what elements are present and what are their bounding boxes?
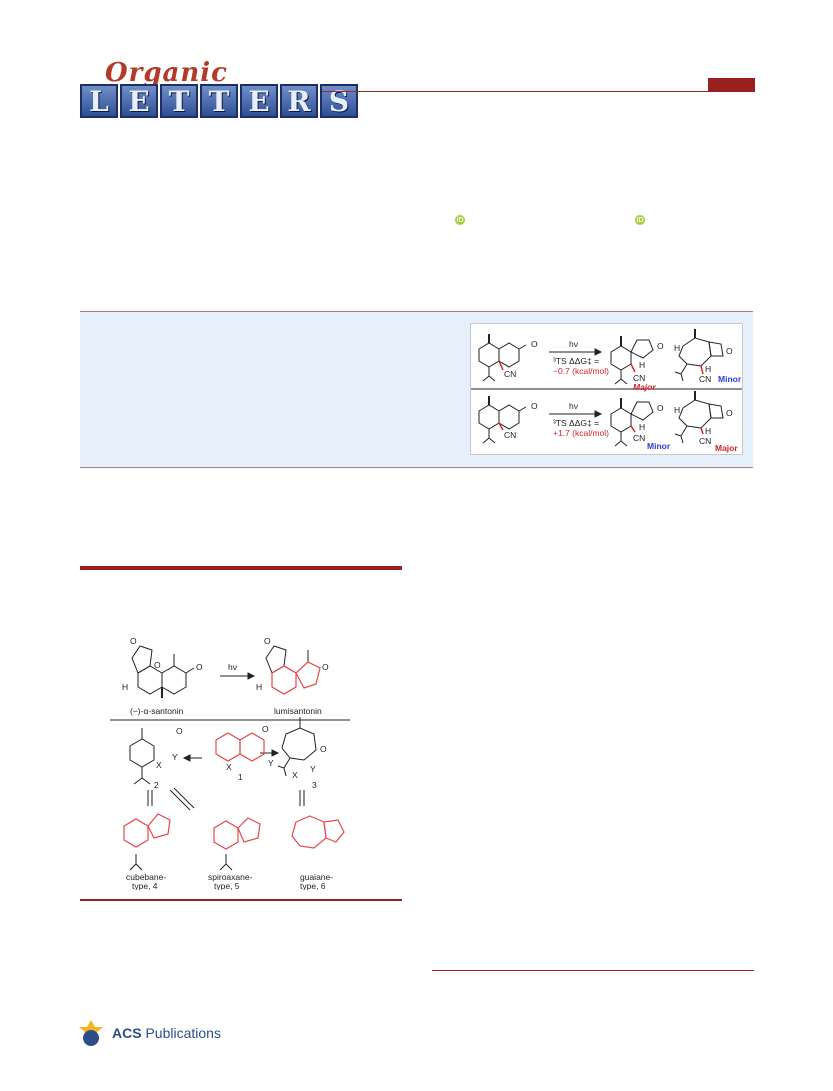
logo-letter: T	[200, 84, 238, 118]
ts-value: +1.7 (kcal/mol)	[553, 428, 609, 438]
o-label: O	[130, 636, 137, 646]
type6-label: guaiane-	[300, 872, 333, 882]
logo-letter: T	[160, 84, 198, 118]
major-label: Major	[715, 443, 738, 453]
minor-label: Minor	[647, 441, 671, 451]
o-label: O	[262, 724, 269, 734]
logo-letter: S	[320, 84, 358, 118]
type4-label: type, 4	[132, 881, 158, 890]
type4-label: cubebane-	[126, 872, 166, 882]
h-label: H	[639, 422, 645, 432]
o-label: O	[322, 662, 329, 672]
acs-seal-icon	[79, 1020, 103, 1046]
h-label: H	[122, 682, 128, 692]
h-label: H	[674, 343, 680, 353]
y-label: Y	[310, 764, 316, 774]
ts-label: ³TS ΔΔG‡ =	[553, 356, 599, 366]
toc-graphic: O CN hν ³TS ΔΔG‡ = −0.7 (kcal/mol) O H C…	[470, 323, 743, 455]
y-label: Y	[172, 752, 178, 762]
ts-label: ³TS ΔΔG‡ =	[553, 418, 599, 428]
figure-bottom-rule	[80, 899, 402, 901]
y-label: Y	[268, 758, 274, 768]
header-badge	[708, 78, 755, 92]
o-label: O	[176, 726, 183, 736]
ketone-label: O	[531, 339, 538, 349]
o-label: O	[264, 636, 271, 646]
x-label: X	[156, 760, 162, 770]
logo-letter: E	[240, 84, 278, 118]
journal-logo: L E T T E R S	[80, 84, 358, 118]
h-label: H	[639, 360, 645, 370]
orcid-icon[interactable]: iD	[635, 215, 645, 225]
type6-label: type, 6	[300, 881, 326, 890]
ts-value: −0.7 (kcal/mol)	[553, 366, 609, 376]
h-label: H	[705, 364, 711, 374]
logo-script-text: Organic	[105, 58, 228, 88]
x-label: X	[226, 762, 232, 772]
h-label: H	[705, 426, 711, 436]
compound-number: 2	[154, 780, 159, 790]
h-label: H	[256, 682, 262, 692]
acs-publications-logo[interactable]: ACS Publications	[76, 1018, 221, 1048]
section-rule	[80, 566, 402, 570]
reagent-label: hν	[569, 339, 578, 349]
lumisantonin-label: lumisantonin	[274, 706, 322, 716]
ketone-label: O	[726, 346, 733, 356]
reagent-label: hν	[228, 662, 237, 672]
logo-letter: R	[280, 84, 318, 118]
ketone-label: O	[657, 341, 664, 351]
orcid-icon[interactable]: iD	[455, 215, 465, 225]
scheme-figure: O O O H hν O O H (−)-α-santonin lumisant…	[110, 628, 380, 891]
scheme-drawing: O O O H hν O O H (−)-α-santonin lumisant…	[110, 636, 350, 891]
major-label: Major	[633, 382, 656, 392]
footnote-rule	[432, 970, 754, 971]
cn-label: CN	[633, 433, 645, 443]
cn-label: CN	[699, 436, 711, 446]
toc-scheme: O CN hν ³TS ΔΔG‡ = −0.7 (kcal/mol) O H C…	[471, 329, 742, 453]
ketone-label: O	[531, 401, 538, 411]
o-label: O	[320, 744, 327, 754]
o-label: O	[196, 662, 203, 672]
minor-label: Minor	[718, 374, 742, 384]
cn-label: CN	[699, 374, 711, 384]
logo-letter: L	[80, 84, 118, 118]
compound-number: 1	[238, 772, 243, 782]
cn-label: CN	[633, 373, 645, 383]
header-rule	[322, 91, 755, 92]
type5-label: spiroaxane-	[208, 872, 253, 882]
ketone-label: O	[726, 408, 733, 418]
compound-number: 3	[312, 780, 317, 790]
type5-label: type, 5	[214, 881, 240, 890]
x-label: X	[292, 770, 298, 780]
santonin-label: (−)-α-santonin	[130, 706, 184, 716]
acs-publications-text: ACS Publications	[112, 1025, 221, 1041]
logo-letter: E	[120, 84, 158, 118]
reagent-label: hν	[569, 401, 578, 411]
ketone-label: O	[657, 403, 664, 413]
o-label: O	[154, 660, 161, 670]
h-label: H	[674, 405, 680, 415]
cn-label: CN	[504, 369, 516, 379]
cn-label: CN	[504, 430, 516, 440]
